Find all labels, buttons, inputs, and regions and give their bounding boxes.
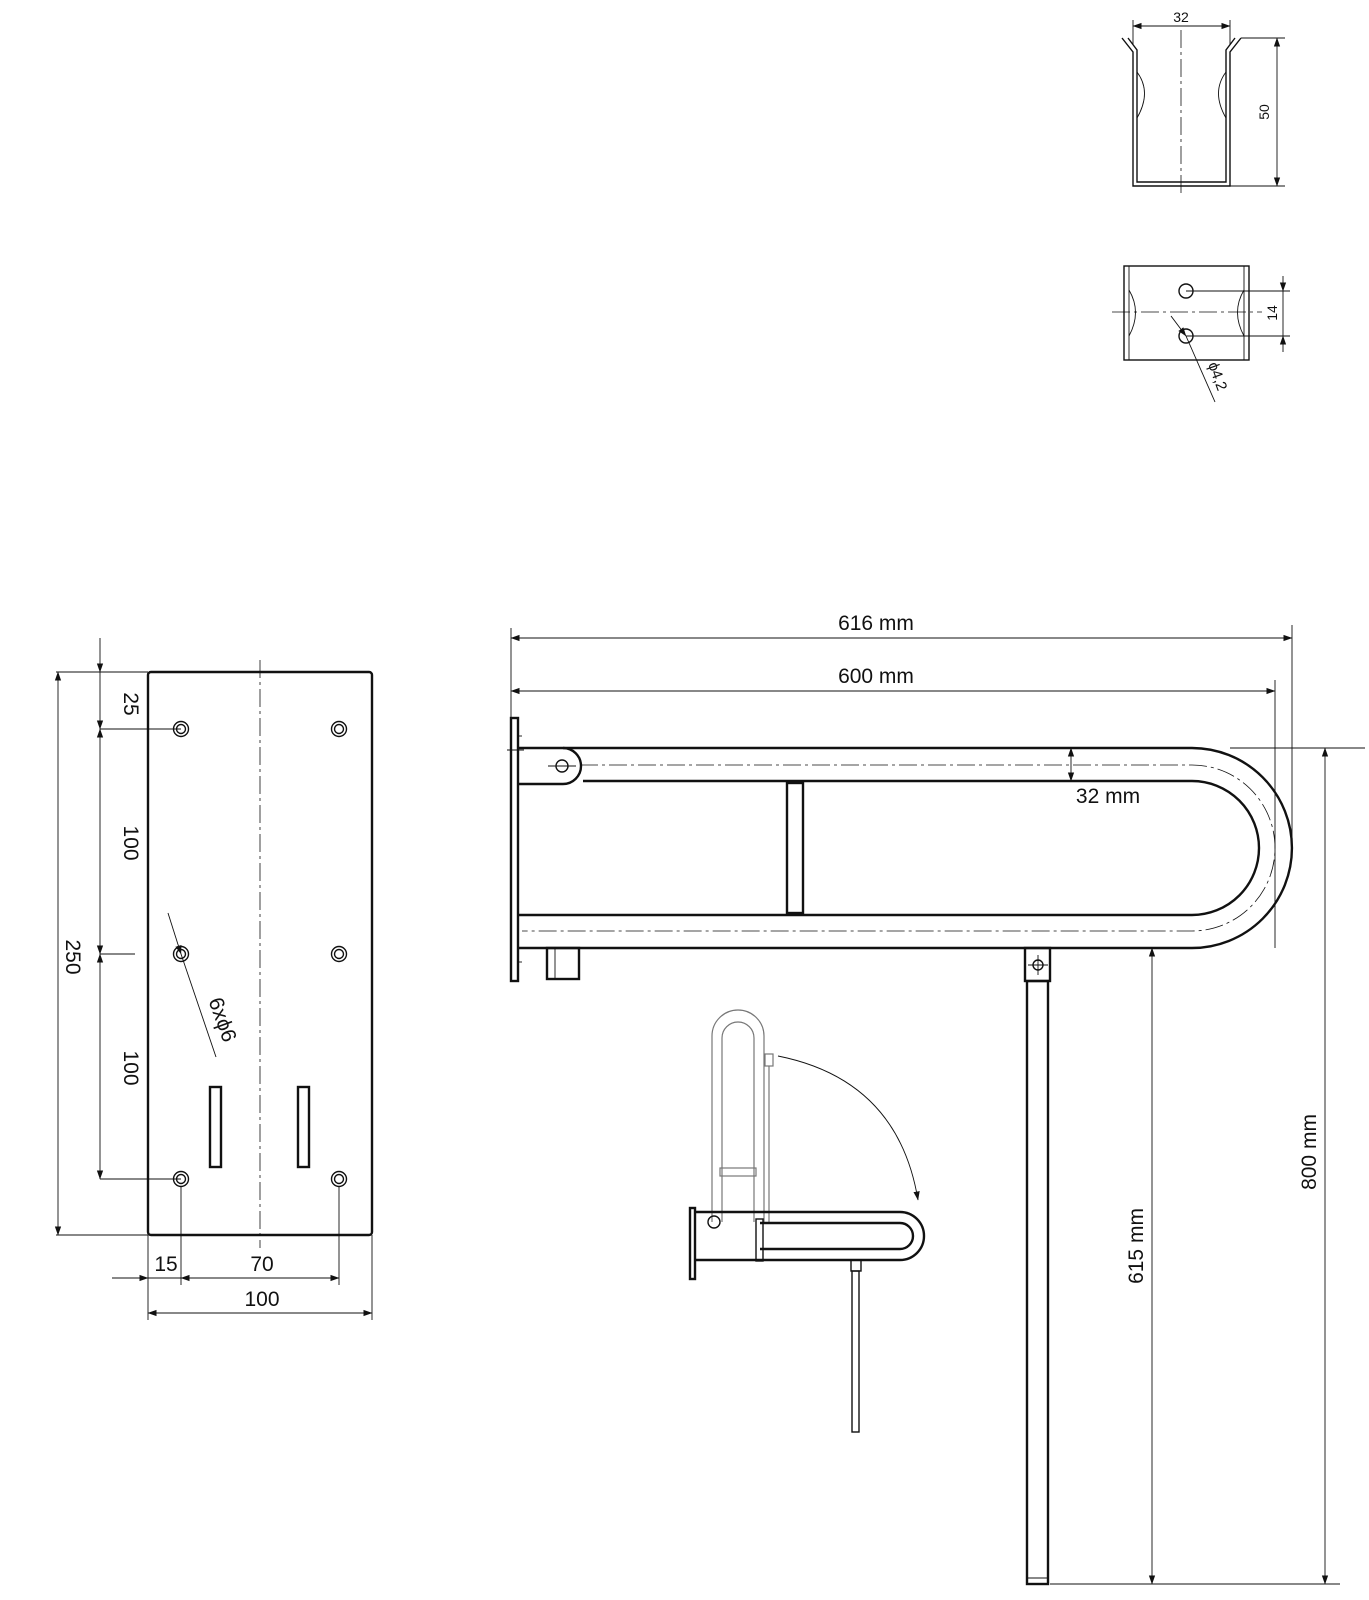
- upright-bar-ghost-inner: [722, 1022, 754, 1222]
- hole-spacing-label: 14: [1264, 305, 1280, 321]
- grab-bar-tube-outer: [519, 748, 1292, 948]
- bracket-right-notch: [1219, 72, 1227, 118]
- wall-plate-view: 25 100 100 250 6xϕ6 15 70 100: [56, 638, 372, 1320]
- leg-height-label: 615 mm: [1125, 1208, 1148, 1284]
- small-support-leg: [852, 1271, 859, 1432]
- small-wall-flange: [690, 1208, 695, 1279]
- grab-bar-tube-inner: [519, 781, 1259, 915]
- top-offset-label: 25: [119, 692, 142, 715]
- plate-slot-right: [298, 1087, 309, 1167]
- small-leg-hinge: [851, 1260, 861, 1271]
- plate-height-label: 250: [61, 939, 84, 974]
- plate-hole-inner: [335, 725, 344, 734]
- plate-hole: [332, 1172, 347, 1187]
- plate-width-label: 100: [244, 1288, 279, 1311]
- bracket-side-notch: [1129, 290, 1136, 336]
- length-label: 600 mm: [838, 665, 914, 688]
- support-leg: [1027, 981, 1048, 1584]
- small-strut: [756, 1219, 763, 1261]
- bracket-left-notch: [1137, 72, 1145, 118]
- upright-bar-ghost-outer: [712, 1010, 764, 1222]
- bracket-side-outline: [1124, 266, 1249, 360]
- bracket-front-view: 32 50: [1122, 9, 1285, 196]
- support-strut: [787, 783, 803, 913]
- plate-slot-left: [210, 1087, 221, 1167]
- bracket-width-label: 32: [1173, 9, 1189, 25]
- grab-bar-main-view: 616 mm 600 mm 32 mm 615 mm 800 mm: [507, 612, 1365, 1584]
- small-bar-inner: [760, 1223, 913, 1249]
- plate-hole: [332, 947, 347, 962]
- small-bar-outer: [695, 1212, 924, 1260]
- hole-leader-arrow: [1171, 316, 1186, 336]
- leg-hinge: [1025, 948, 1050, 981]
- edge-offset-label: 15: [154, 1253, 177, 1276]
- small-hinge-pin: [708, 1216, 720, 1228]
- hole-diameter-label: ϕ4,2: [1204, 360, 1230, 393]
- bracket-side-view: 14 ϕ4,2: [1112, 266, 1290, 402]
- bracket-height-label: 50: [1256, 104, 1272, 120]
- holes-leader-arrow: [168, 913, 181, 954]
- plate-hole: [332, 722, 347, 737]
- upright-strut-ghost: [720, 1168, 756, 1176]
- folding-illustration: [690, 1010, 924, 1432]
- lower-socket: [547, 948, 579, 979]
- grab-bar-centerline: [522, 765, 1275, 931]
- hole-spacing-label: 70: [250, 1253, 273, 1276]
- lower-spacing-label: 100: [119, 1050, 142, 1085]
- overall-length-label: 616 mm: [838, 612, 914, 635]
- total-height-label: 800 mm: [1298, 1114, 1321, 1190]
- tube-diameter-label: 32 mm: [1076, 785, 1140, 808]
- upper-spacing-label: 100: [119, 825, 142, 860]
- folding-rotation-arrow: [778, 1056, 918, 1200]
- bracket-side-notch: [1238, 290, 1245, 336]
- wall-flange: [511, 718, 518, 981]
- bracket-inner-profile: [1128, 38, 1235, 182]
- plate-hole-inner: [335, 950, 344, 959]
- upright-tip-ghost: [765, 1054, 773, 1066]
- plate-hole-inner: [335, 1175, 344, 1184]
